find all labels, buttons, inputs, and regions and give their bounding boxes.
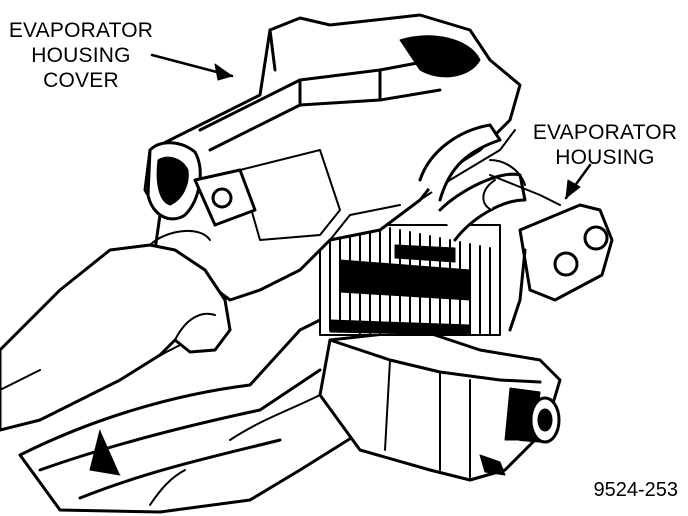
cover-rim [418,123,527,242]
leader-arrows [150,53,592,200]
evaporator-housing-cover-label: EVAPORATOR HOUSING COVER [6,18,156,93]
housing-arrowhead [565,179,581,199]
evaporator-housing-cover [143,13,522,302]
cover-label-line-3: COVER [43,69,119,92]
technician-hand [0,229,232,432]
cover-label-line-1: EVAPORATOR [8,19,154,42]
cover-label-line-2: HOUSING [31,44,131,67]
figure-number: 9524-253 [593,479,678,501]
housing-label-line-1: EVAPORATOR [532,121,678,144]
blower-knob [519,396,561,444]
housing-label-line-2: HOUSING [555,146,655,169]
evaporator-housing-label: EVAPORATOR HOUSING [528,120,682,170]
mounting-bracket [482,174,614,332]
evaporator-housing-box [318,328,562,482]
cover-arrowhead [214,63,233,81]
evaporator-core [319,224,501,336]
